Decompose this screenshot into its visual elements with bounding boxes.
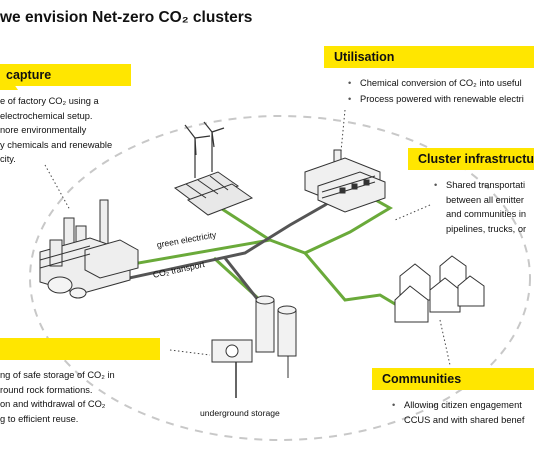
co2-transport-line — [119, 193, 341, 306]
storage-line: on and withdrawal of CO₂ — [0, 399, 106, 409]
cluster-infrastructure-text: Shared transportati between all emitter … — [434, 178, 527, 236]
communities-text: Allowing citizen engagement CCUS and wit… — [392, 398, 525, 427]
utilisation-heading: Utilisation — [324, 46, 534, 68]
wind-turbines-icon — [184, 121, 225, 178]
leader-lines — [44, 109, 451, 366]
capture-text: e of factory CO₂ using a electrochemical… — [0, 94, 112, 167]
communities-heading: Communities — [372, 368, 534, 390]
capture-line: nore environmentally — [0, 125, 87, 135]
communities-line: CCUS and with shared benef — [404, 414, 525, 425]
storage-line: g to efficient reuse. — [0, 413, 79, 424]
underground-storage-label: underground storage — [200, 408, 280, 418]
cluster-line: between all emitter — [446, 194, 525, 205]
houses-icon — [394, 255, 485, 323]
page-title: we envision Net-zero CO₂ clusters — [0, 9, 253, 26]
storage-text: ng of safe storage of CO₂ in round rock … — [0, 368, 115, 426]
cluster-line: pipelines, trucks, or — [446, 223, 527, 234]
green-electricity-line — [109, 196, 406, 312]
utilisation-bullet: Process powered with renewable electri — [348, 92, 524, 107]
storage-heading — [0, 338, 160, 360]
storage-line: ng of safe storage of CO₂ in — [0, 370, 115, 380]
capture-line: electrochemical setup. — [0, 110, 93, 121]
capture-line: city. — [0, 154, 16, 164]
cluster-infrastructure-heading: Cluster infrastructu — [408, 148, 534, 170]
utilisation-bullet: Chemical conversion of CO₂ into useful — [348, 76, 522, 91]
communities-line: Allowing citizen engagement — [392, 398, 524, 413]
cluster-line: and communities in — [446, 209, 527, 219]
capture-line: e of factory CO₂ using a — [0, 96, 99, 106]
storage-tanks-icon — [211, 295, 297, 398]
cluster-boundary-ellipse — [29, 115, 531, 441]
storage-line: round rock formations. — [0, 384, 93, 395]
capture-heading: capture — [0, 64, 131, 86]
capture-plant-icon — [39, 199, 139, 299]
utilisation-factory-icon — [304, 149, 386, 213]
capture-line: y chemicals and renewable — [0, 139, 113, 150]
cluster-line: Shared transportati — [434, 178, 526, 193]
solar-panels-icon — [173, 171, 254, 216]
